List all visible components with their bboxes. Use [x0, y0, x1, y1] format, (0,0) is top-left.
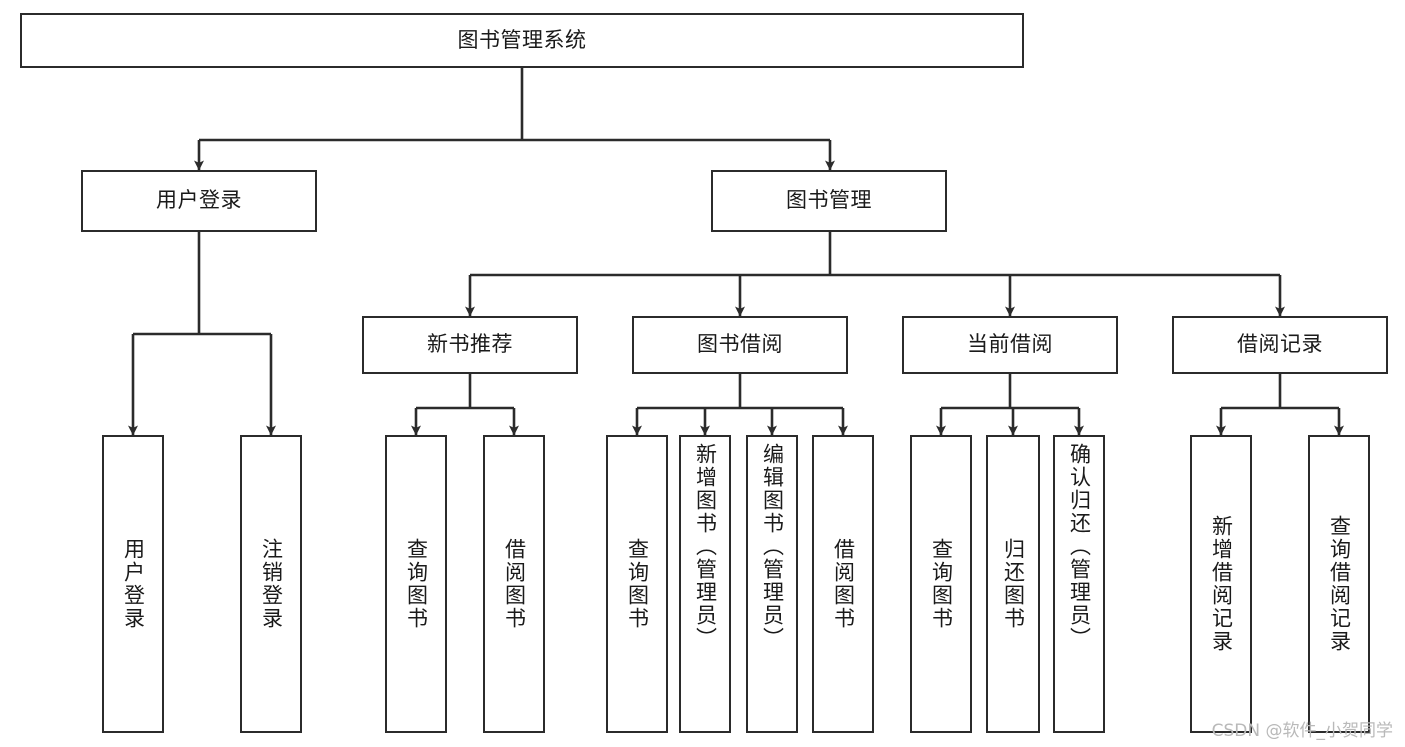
node-new-book-recommend-label: 新书推荐 [427, 332, 513, 357]
node-borrow-record-label: 借阅记录 [1237, 332, 1323, 357]
book-borrow-connectors [632, 374, 848, 436]
node-leaf-query-book-2-label: 查询图书 [625, 538, 650, 630]
node-leaf-add-record[interactable]: 新增借阅记录 [1190, 435, 1252, 733]
node-leaf-edit-book-label: 编辑图书（管理员） [760, 443, 785, 650]
node-leaf-borrow-book-1[interactable]: 借阅图书 [483, 435, 545, 733]
node-book-management-label: 图书管理 [786, 188, 872, 213]
node-user-login-label: 用户登录 [156, 188, 242, 213]
borrow-record-connectors [1216, 374, 1344, 436]
node-leaf-query-book-1-label: 查询图书 [404, 538, 429, 630]
node-book-borrow[interactable]: 图书借阅 [632, 316, 848, 374]
node-leaf-logout-label: 注销登录 [259, 538, 284, 630]
node-leaf-logout[interactable]: 注销登录 [240, 435, 302, 733]
node-leaf-add-book[interactable]: 新增图书（管理员） [679, 435, 731, 733]
node-leaf-borrow-book-1-label: 借阅图书 [502, 538, 527, 630]
node-current-borrow-label: 当前借阅 [967, 332, 1053, 357]
node-leaf-edit-book[interactable]: 编辑图书（管理员） [746, 435, 798, 733]
node-leaf-borrow-book-2-label: 借阅图书 [831, 538, 856, 630]
node-leaf-borrow-book-2[interactable]: 借阅图书 [812, 435, 874, 733]
node-leaf-query-book-3-label: 查询图书 [929, 538, 954, 630]
current-borrow-connectors [936, 374, 1084, 436]
csdn-watermark: CSDN @软件_小贺同学 [1211, 721, 1393, 741]
user-login-connectors [128, 232, 276, 436]
node-leaf-confirm-return-label: 确认归还（管理员） [1067, 443, 1092, 650]
book-management-connectors [465, 232, 1285, 317]
node-leaf-add-record-label: 新增借阅记录 [1209, 515, 1234, 653]
node-book-borrow-label: 图书借阅 [697, 332, 783, 357]
node-leaf-query-book-2[interactable]: 查询图书 [606, 435, 668, 733]
node-leaf-confirm-return[interactable]: 确认归还（管理员） [1053, 435, 1105, 733]
node-leaf-return-book-label: 归还图书 [1001, 538, 1026, 630]
root-connectors [194, 68, 835, 171]
node-leaf-query-book-3[interactable]: 查询图书 [910, 435, 972, 733]
node-leaf-user-login[interactable]: 用户登录 [102, 435, 164, 733]
node-new-book-recommend[interactable]: 新书推荐 [362, 316, 578, 374]
node-borrow-record[interactable]: 借阅记录 [1172, 316, 1388, 374]
node-root[interactable]: 图书管理系统 [20, 13, 1024, 68]
node-leaf-add-book-label: 新增图书（管理员） [693, 443, 718, 650]
node-root-label: 图书管理系统 [457, 27, 587, 52]
new-book-recommend-connectors [411, 374, 519, 436]
node-user-login[interactable]: 用户登录 [81, 170, 317, 232]
node-leaf-return-book[interactable]: 归还图书 [986, 435, 1040, 733]
node-current-borrow[interactable]: 当前借阅 [902, 316, 1118, 374]
node-book-management[interactable]: 图书管理 [711, 170, 947, 232]
node-leaf-user-login-label: 用户登录 [121, 538, 146, 630]
node-leaf-query-book-1[interactable]: 查询图书 [385, 435, 447, 733]
node-leaf-query-record-label: 查询借阅记录 [1327, 515, 1352, 653]
node-leaf-query-record[interactable]: 查询借阅记录 [1308, 435, 1370, 733]
